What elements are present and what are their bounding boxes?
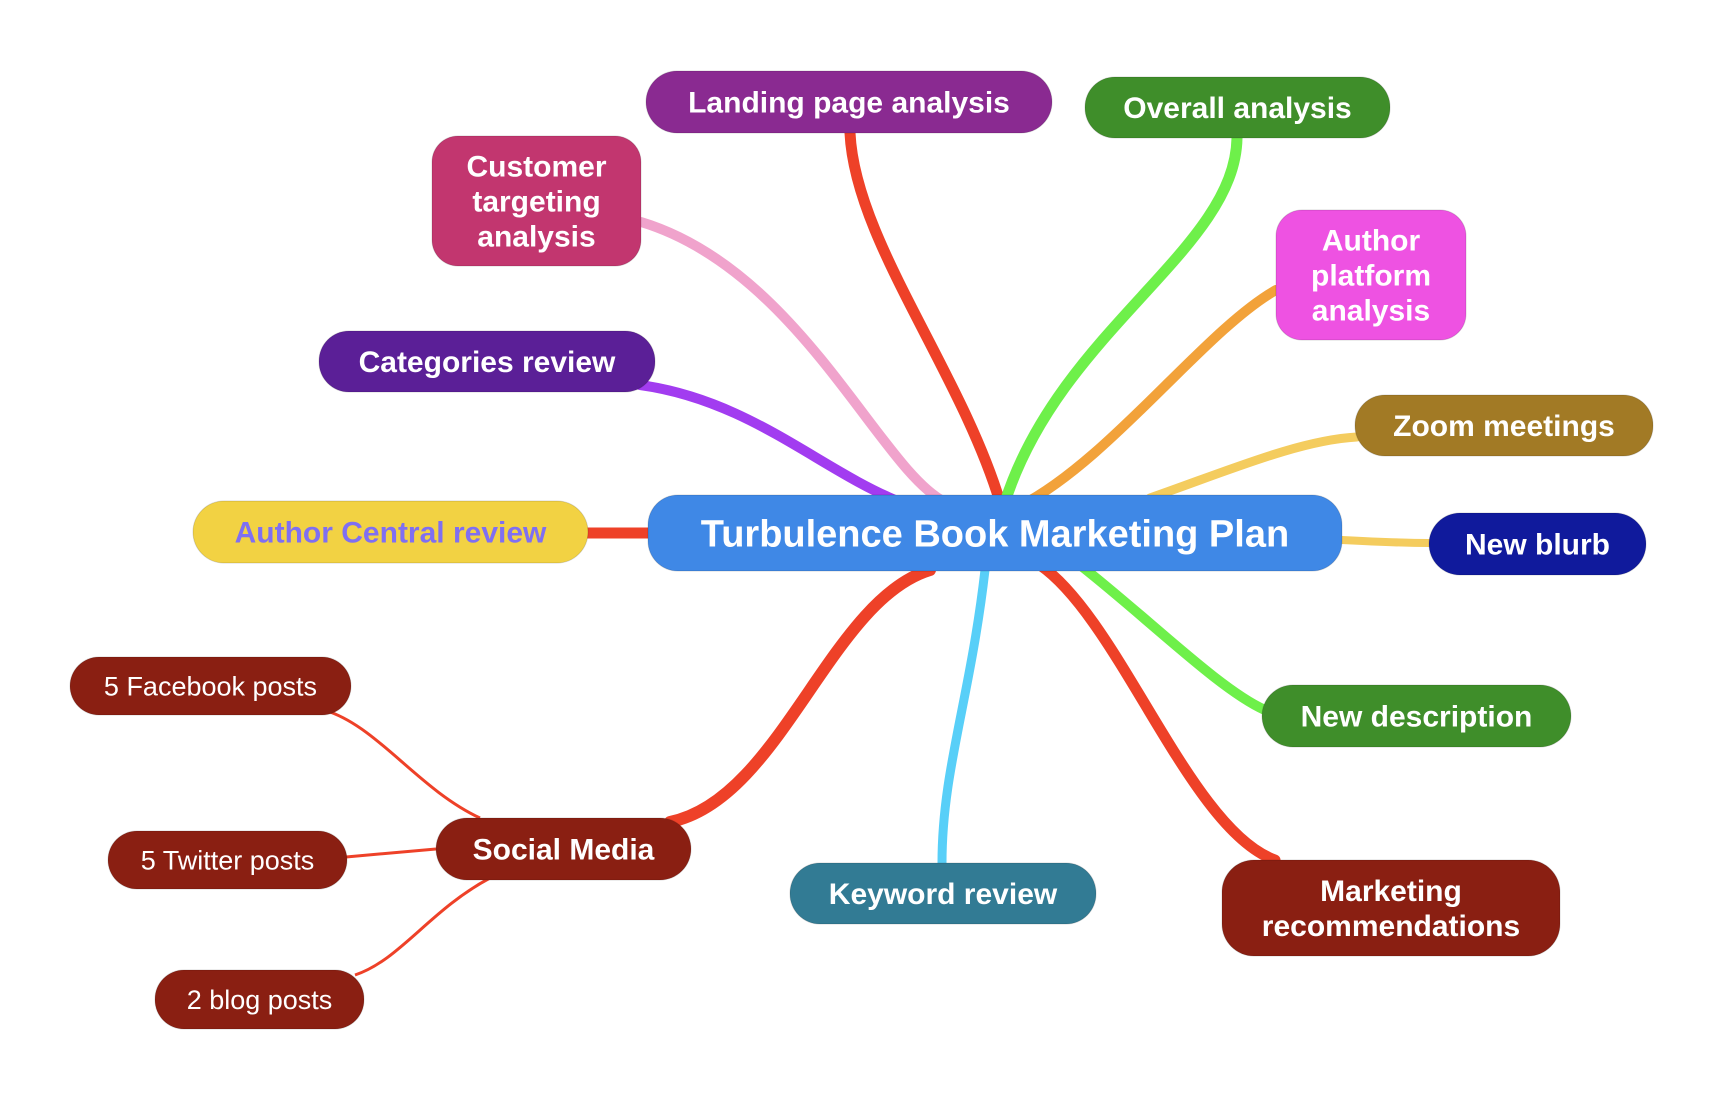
topic-zoom-meetings-box (1354, 394, 1654, 457)
topic-author-central-review[interactable]: Author Central review (192, 500, 589, 564)
link-new-blurb (1338, 536, 1433, 547)
link-marketing-recommendations (1034, 559, 1281, 866)
topic-author-platform-analysis-label-line-3: analysis (1312, 295, 1430, 328)
link-blog-posts (354, 876, 491, 977)
topic-marketing-recommendations-box (1221, 859, 1561, 957)
topic-landing-page-analysis[interactable]: Landing page analysis (645, 70, 1053, 134)
topic-marketing-recommendations-label-line-2: recommendations (1262, 910, 1520, 943)
topic-categories-review-label: Categories review (359, 346, 616, 379)
link-overall-analysis (999, 132, 1243, 508)
subtopic-blog-posts-box (154, 969, 365, 1030)
topic-new-blurb-box (1428, 512, 1647, 576)
topic-social-media[interactable]: Social Media (435, 817, 692, 881)
subtopic-blog-posts[interactable]: 2 blog posts (154, 969, 365, 1030)
topic-categories-review-box (318, 330, 656, 393)
mind-map-links (329, 127, 1433, 977)
topic-keyword-review-box (789, 862, 1097, 925)
topic-author-central-review-box (192, 500, 589, 564)
link-new-description (1075, 560, 1270, 715)
link-customer-targeting-analysis (636, 217, 950, 507)
topic-categories-review[interactable]: Categories review (318, 330, 656, 393)
topic-overall-analysis-label: Overall analysis (1123, 92, 1352, 125)
mind-map-nodes: Turbulence Book Marketing Plan Landing pa… (69, 70, 1654, 1030)
topic-overall-analysis-box (1084, 76, 1391, 139)
subtopic-facebook-posts[interactable]: 5 Facebook posts (69, 656, 352, 716)
link-keyword-review (937, 565, 990, 868)
central-topic-node-label: Turbulence Book Marketing Plan (701, 513, 1289, 555)
topic-author-platform-analysis-label-line-1: Author (1322, 225, 1421, 258)
topic-zoom-meetings[interactable]: Zoom meetings (1354, 394, 1654, 457)
topic-customer-targeting-analysis-label-line-3: analysis (477, 221, 595, 254)
subtopic-twitter-posts[interactable]: 5 Twitter posts (107, 830, 348, 890)
topic-customer-targeting-analysis-label-line-1: Customer (466, 151, 606, 184)
topic-new-blurb[interactable]: New blurb (1428, 512, 1647, 576)
topic-zoom-meetings-label: Zoom meetings (1393, 410, 1615, 443)
subtopic-facebook-posts-label: 5 Facebook posts (104, 671, 317, 701)
topic-landing-page-analysis-label: Landing page analysis (688, 87, 1010, 120)
topic-new-description-box (1261, 684, 1572, 748)
topic-new-blurb-label: New blurb (1465, 529, 1610, 562)
topic-author-platform-analysis-label-line-2: platform (1311, 260, 1431, 293)
link-author-platform-analysis (1015, 285, 1281, 511)
link-zoom-meetings (1145, 432, 1362, 503)
link-twitter-posts (345, 847, 437, 859)
topic-new-description[interactable]: New description (1261, 684, 1572, 748)
central-topic-node[interactable]: Turbulence Book Marketing Plan (647, 494, 1343, 572)
topic-new-description-label: New description (1301, 701, 1533, 734)
topic-social-media-box (435, 817, 692, 881)
topic-landing-page-analysis-box (645, 70, 1053, 134)
link-landing-page-analysis (844, 127, 1006, 508)
topic-overall-analysis[interactable]: Overall analysis (1084, 76, 1391, 139)
topic-author-central-review-label: Author Central review (235, 517, 547, 550)
topic-marketing-recommendations-label-line-1: Marketing (1320, 875, 1462, 908)
topic-customer-targeting-analysis-box (431, 135, 642, 267)
topic-social-media-label: Social Media (473, 834, 655, 867)
subtopic-twitter-posts-box (107, 830, 348, 890)
central-topic-node-box (647, 494, 1343, 572)
topic-customer-targeting-analysis-label-line-2: targeting (472, 186, 600, 219)
link-facebook-posts (329, 710, 481, 820)
subtopic-twitter-posts-label: 5 Twitter posts (141, 845, 315, 875)
subtopic-facebook-posts-box (69, 656, 352, 716)
link-categories-review (635, 380, 905, 507)
link-social-media (664, 564, 936, 828)
topic-keyword-review[interactable]: Keyword review (789, 862, 1097, 925)
topic-keyword-review-label: Keyword review (829, 878, 1058, 911)
topic-author-platform-analysis-box (1275, 209, 1467, 341)
subtopic-blog-posts-label: 2 blog posts (187, 985, 333, 1015)
